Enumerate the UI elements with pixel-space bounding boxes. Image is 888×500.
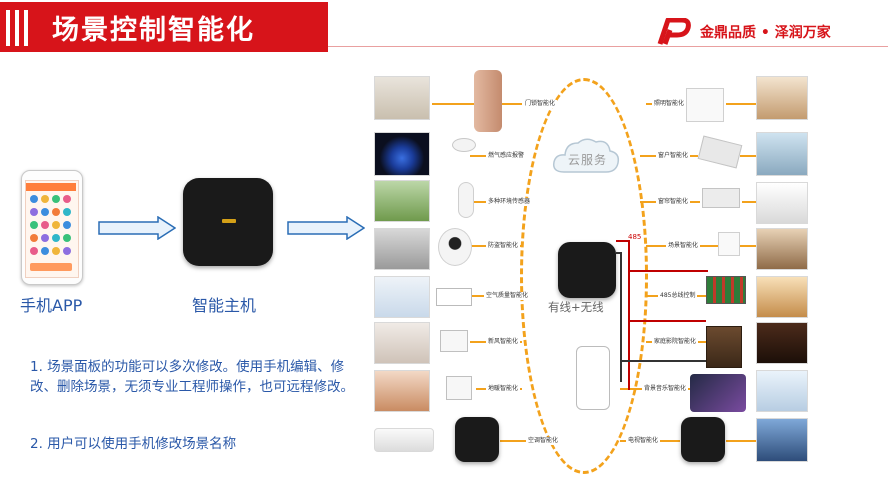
tag-air-conditioner: 空调智能化 [526, 437, 561, 445]
label-smart-hub: 智能主机 [192, 296, 257, 315]
tag-tv: 电视智能化 [626, 437, 661, 445]
photo-scene [756, 228, 808, 270]
cloud-service-label: 云服务 [568, 153, 608, 167]
device-gas-detector [452, 138, 476, 152]
tag-door-lock: 门锁智能化 [523, 100, 558, 108]
device-phone-small [576, 346, 610, 410]
hub-small-right [681, 417, 725, 462]
photo-floor-heating [374, 370, 430, 412]
connector-line [742, 201, 756, 203]
arrow-right-icon [98, 216, 176, 240]
network-oval [520, 78, 648, 474]
photo-tv [756, 418, 808, 462]
tag-curtain: 窗帘智能化 [656, 198, 691, 206]
device-music-panel [690, 374, 746, 412]
wire [628, 270, 708, 272]
photo-window [756, 132, 808, 176]
tag-window: 窗户智能化 [656, 152, 691, 160]
wire [620, 252, 622, 382]
photo-environment [374, 180, 430, 222]
label-mobile-app: 手机APP [20, 296, 83, 315]
hub-small-left [455, 417, 499, 462]
tag-floor-heating: 地暖智能化 [486, 385, 521, 393]
tag-security: 防盗智能化 [486, 242, 521, 250]
photo-gas-stove [374, 132, 430, 176]
brand-logo-icon [657, 18, 691, 45]
connector-line [726, 440, 756, 442]
photo-living-room [374, 322, 430, 364]
device-thermostat [446, 376, 472, 400]
page-title: 场景控制智能化 [52, 15, 255, 46]
cloud-icon [552, 138, 620, 173]
photo-curtain [756, 182, 808, 224]
photo-house-model [756, 276, 808, 318]
wire [620, 360, 706, 362]
wire [628, 320, 706, 322]
hub-logo-mark [222, 219, 236, 223]
device-window-opener [697, 135, 743, 169]
title-divider [328, 46, 888, 47]
arrow-right-icon-2 [287, 216, 365, 240]
rs485-label: 485 [628, 233, 642, 241]
connector-line [726, 103, 756, 105]
wired-wireless-label: 有线+无线 [548, 300, 604, 314]
tag-lighting: 照明智能化 [652, 100, 687, 108]
wire [616, 252, 622, 254]
device-av-rack [706, 326, 742, 368]
photo-air-conditioner [374, 428, 434, 452]
device-fresh-air-panel [440, 330, 468, 352]
connector-line [740, 245, 756, 247]
photo-music [756, 370, 808, 412]
central-hub-device [558, 242, 616, 298]
wire [628, 240, 630, 390]
device-air-monitor [436, 288, 472, 306]
description-point-2: 2. 用户可以使用手机修改场景名称 [30, 436, 237, 452]
wire [616, 240, 630, 242]
tag-home-theater: 家庭影院智能化 [652, 338, 699, 346]
photo-lighting [756, 76, 808, 120]
photo-bedroom [374, 276, 430, 318]
title-stripes-decoration [6, 10, 28, 46]
connector-line [500, 440, 540, 442]
device-sensor [458, 182, 474, 218]
device-curtain-motor [702, 188, 740, 208]
tag-gas-alarm: 燃气感应报警 [486, 152, 527, 160]
device-scene-panel [718, 232, 740, 256]
tag-485-bus: 485总线控制 [658, 292, 698, 300]
tag-env-sensor: 多种环境传感器 [486, 198, 533, 206]
connector-line [740, 155, 756, 157]
tag-background-music: 背景音乐智能化 [642, 385, 689, 393]
photo-security-camera [374, 228, 430, 270]
tag-fresh-air: 新风智能化 [486, 338, 521, 346]
device-smart-lock [474, 70, 502, 132]
device-485-relay [706, 276, 746, 304]
photo-door [374, 76, 430, 120]
phone-app-icons [26, 183, 76, 271]
tag-scene: 场景智能化 [666, 242, 701, 250]
device-camera [438, 228, 472, 266]
device-light-switch [686, 88, 724, 122]
description-point-1: 1. 场景面板的功能可以多次修改。使用手机编辑、修改、删除场景，无须专业工程师操… [30, 359, 354, 395]
tag-air-quality: 空气质量智能化 [484, 292, 531, 300]
photo-home-theater [756, 322, 808, 364]
title-bar [0, 2, 328, 52]
brand-slogan: 金鼎品质 • 泽润万家 [700, 25, 831, 41]
